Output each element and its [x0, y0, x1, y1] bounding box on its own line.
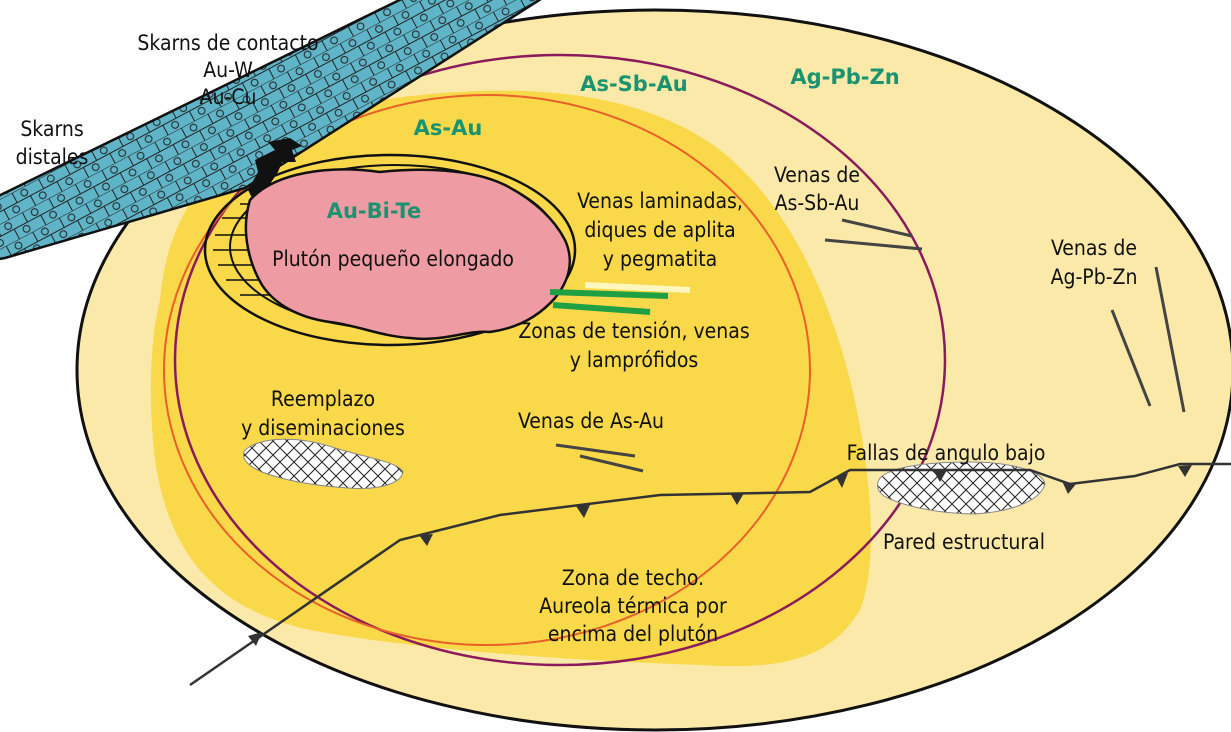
- label-zonas-tension: Zonas de tensión, venas y lamprófidos: [518, 319, 749, 372]
- label-skarns-contacto-line3: Au-Cu: [200, 85, 257, 109]
- label-zona-techo-line3: encima del plutón: [548, 622, 718, 646]
- label-skarns-distales-line2: distales: [16, 145, 89, 169]
- ag-pb-zn-vein-2: [1154, 266, 1186, 413]
- zone-label-ag-pb-zn: Ag-Pb-Zn: [790, 65, 899, 89]
- replacement-body: [243, 438, 404, 489]
- fault-teeth: [248, 465, 1192, 646]
- label-venas-laminadas-line3: y pegmatita: [603, 247, 717, 271]
- pluton-aureole-outer: [203, 153, 577, 347]
- label-zona-techo-line1: Zona de techo.: [562, 566, 704, 590]
- zone-label-as-au: As-Au: [414, 116, 483, 140]
- pluton-body: [244, 168, 571, 340]
- as-sb-au-vein-1: [841, 218, 913, 238]
- label-zonas-tension-line2: y lamprófidos: [570, 348, 699, 372]
- label-skarns-distales: Skarns distales: [16, 117, 89, 169]
- label-skarns-distales-line1: Skarns: [20, 117, 83, 141]
- green-dike-2: [552, 302, 651, 315]
- label-venas-laminadas: Venas laminadas, diques de aplita y pegm…: [577, 189, 743, 271]
- as-au-vein-1: [555, 443, 636, 458]
- label-reemplazo-line1: Reemplazo: [271, 387, 375, 411]
- label-reemplazo: Reemplazo y diseminaciones: [241, 387, 405, 440]
- green-dike-1: [549, 289, 669, 299]
- label-skarns-contacto-line2: Au-W: [203, 58, 253, 82]
- label-zona-techo: Zona de techo. Aureola térmica por encim…: [539, 566, 727, 646]
- as-sb-au-vein-2: [824, 238, 923, 251]
- label-pluton: Plutón pequeño elongado: [272, 247, 514, 271]
- as-au-vein-2: [579, 454, 644, 473]
- label-venas-laminadas-line2: diques de aplita: [584, 218, 735, 242]
- structural-wall-body: [876, 461, 1046, 515]
- skarn-band: [0, 0, 542, 261]
- aplite-dike: [584, 282, 691, 293]
- label-venas-ag-pb-zn-line2: Ag-Pb-Zn: [1051, 265, 1138, 289]
- label-zona-techo-line2: Aureola térmica por: [539, 594, 727, 618]
- as-sb-au-boundary: [173, 53, 947, 667]
- ag-pb-zn-vein-1: [1110, 309, 1152, 407]
- label-venas-ag-pb-zn: Venas de Ag-Pb-Zn: [1051, 236, 1138, 289]
- label-venas-ag-pb-zn-line1: Venas de: [1051, 236, 1137, 260]
- label-venas-as-sb-au-line2: As-Sb-Au: [775, 191, 860, 215]
- label-venas-as-sb-au-line1: Venas de: [774, 163, 860, 187]
- label-venas-laminadas-line1: Venas laminadas,: [577, 189, 743, 213]
- low-angle-fault: [189, 462, 1231, 687]
- label-skarns-contacto: Skarns de contacto Au-W Au-Cu: [137, 31, 318, 109]
- label-fallas: Fallas de angulo bajo: [847, 441, 1046, 465]
- label-venas-as-au: Venas de As-Au: [518, 409, 664, 433]
- label-zonas-tension-line1: Zonas de tensión, venas: [518, 319, 749, 343]
- zone-label-as-sb-au: As-Sb-Au: [580, 72, 688, 96]
- label-venas-as-sb-au: Venas de As-Sb-Au: [774, 163, 860, 215]
- zone-label-au-bi-te: Au-Bi-Te: [327, 199, 422, 223]
- label-reemplazo-line2: y diseminaciones: [241, 416, 405, 440]
- as-au-boundary: [163, 94, 811, 646]
- label-skarns-contacto-line1: Skarns de contacto: [137, 31, 318, 55]
- label-pared: Pared estructural: [883, 530, 1045, 554]
